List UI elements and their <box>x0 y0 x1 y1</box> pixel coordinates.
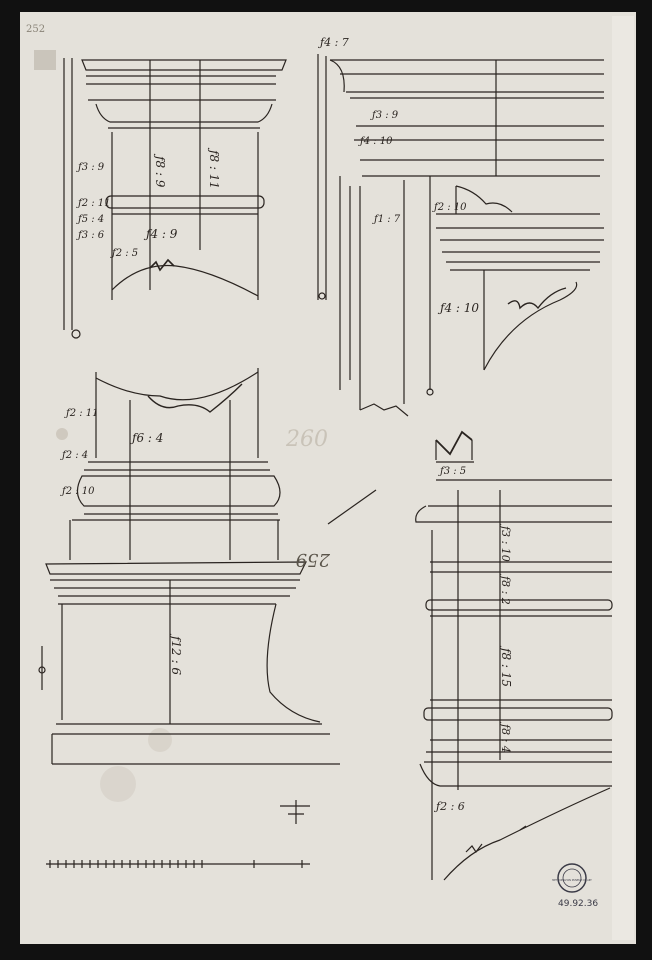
label-middle-left-mould-0: ƒ2 : 4 <box>60 450 88 461</box>
label-upper-left-height: ƒ8 : 11 <box>207 147 221 189</box>
label-upper-left-mould-0: ƒ3 : 9 <box>76 162 105 173</box>
label-right-middle-1: ƒ8 : 15 <box>499 645 513 687</box>
upper-right-entablature-drawing <box>317 54 604 417</box>
label-right-middle-0: ƒ3 : 10 <box>499 523 512 562</box>
label-right-piece-top: ƒ3 : 5 <box>438 466 466 477</box>
stray-line <box>327 489 377 525</box>
label-right-middle-3: ƒ8 : 4 <box>499 721 512 753</box>
label-right-middle-2: ƒ8 : 2 <box>499 573 512 605</box>
stamp-text: METROPOLITAN MUSEUM OF ART <box>552 879 592 882</box>
label-upper-left-mould-3: ƒ3 : 6 <box>76 230 105 241</box>
sheet-number-lower: 259 <box>296 549 331 570</box>
lower-left-base-drawing <box>38 561 340 765</box>
label-upper-left-mould-2: ƒ5 : 4 <box>76 214 104 225</box>
label-top-right: ƒ4 : 7 <box>317 36 349 49</box>
paper-right-strip <box>612 16 634 940</box>
label-upper-right-mould-0: ƒ3 : 9 <box>370 110 399 121</box>
label-right-lower-base: ƒ2 : 6 <box>433 800 465 813</box>
small-detail-sketch <box>280 800 310 824</box>
museum-stamp: METROPOLITAN MUSEUM OF ART <box>552 863 592 893</box>
stain <box>148 728 172 752</box>
label-lower-left-height: ƒ12 : 6 <box>169 633 183 675</box>
sheet-number-mid: 260 <box>285 427 328 452</box>
stain <box>100 766 136 802</box>
label-upper-left-mould-1: ƒ2 : 11 <box>76 198 111 209</box>
label-right-upper-side: ƒ4 : 10 <box>437 301 479 315</box>
label-upper-left-base: ƒ2 : 5 <box>110 248 138 259</box>
label-middle-left-shaft: ƒ6 : 4 <box>129 431 163 445</box>
stain <box>56 428 68 440</box>
label-upper-left-height2: ƒ8 : 9 <box>153 153 167 188</box>
label-upper-left-shaft: ƒ4 : 9 <box>143 227 178 241</box>
sheet-number-top: 252 <box>26 24 45 35</box>
label-right-upper-top: ƒ2 : 10 <box>432 202 467 213</box>
scale-bar <box>46 860 310 868</box>
corner-stain <box>34 50 56 70</box>
label-upper-right-mould-2: ƒ1 : 7 <box>372 214 401 225</box>
lower-right-pedestal-drawing <box>415 430 613 881</box>
label-upper-right-mould-1: ƒ4 : 10 <box>358 136 393 147</box>
inventory-number: 49.92.36 <box>558 899 598 909</box>
upper-left-column-drawing <box>63 58 287 339</box>
middle-left-pedestal-drawing <box>69 368 281 560</box>
label-middle-left-mould-1: ƒ2 : 10 <box>60 486 95 497</box>
label-middle-left-top: ƒ2 : 11 <box>64 408 99 419</box>
